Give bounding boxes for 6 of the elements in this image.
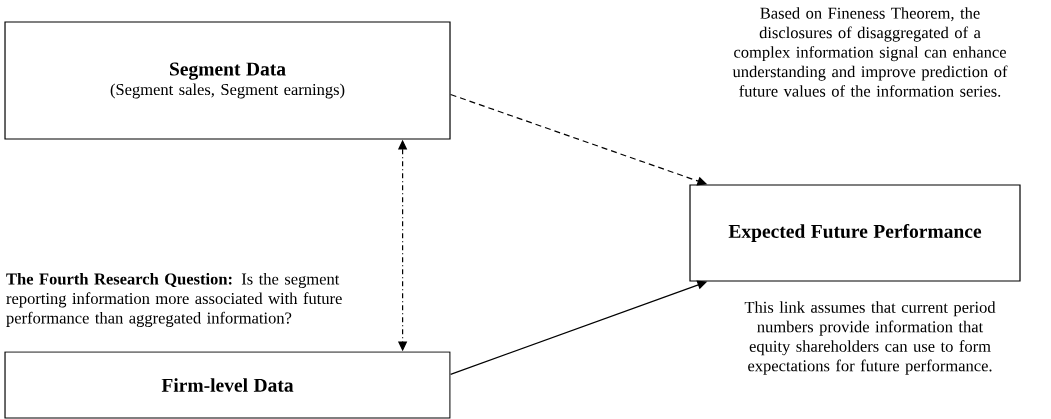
note-text: Based on Fineness Theorem, the disclosures of disaggregated of a complex information signal can enhance understanding and improve prediction of future values of the information series. <box>732 7 1008 97</box>
box: Firm-level Data <box>4 351 451 419</box>
box: Segment Data (Segment sales, Segment earnings) <box>4 21 451 140</box>
note-text: The Fourth Research Question: Is the segment reporting information more associated with future performance than aggregated information? <box>6 273 342 327</box>
box: Expected Future Performance <box>689 184 1021 282</box>
note-text: This link assumes that current period numbers provide information that equity shareholders can use to form expectations for future performance. <box>744 301 996 375</box>
